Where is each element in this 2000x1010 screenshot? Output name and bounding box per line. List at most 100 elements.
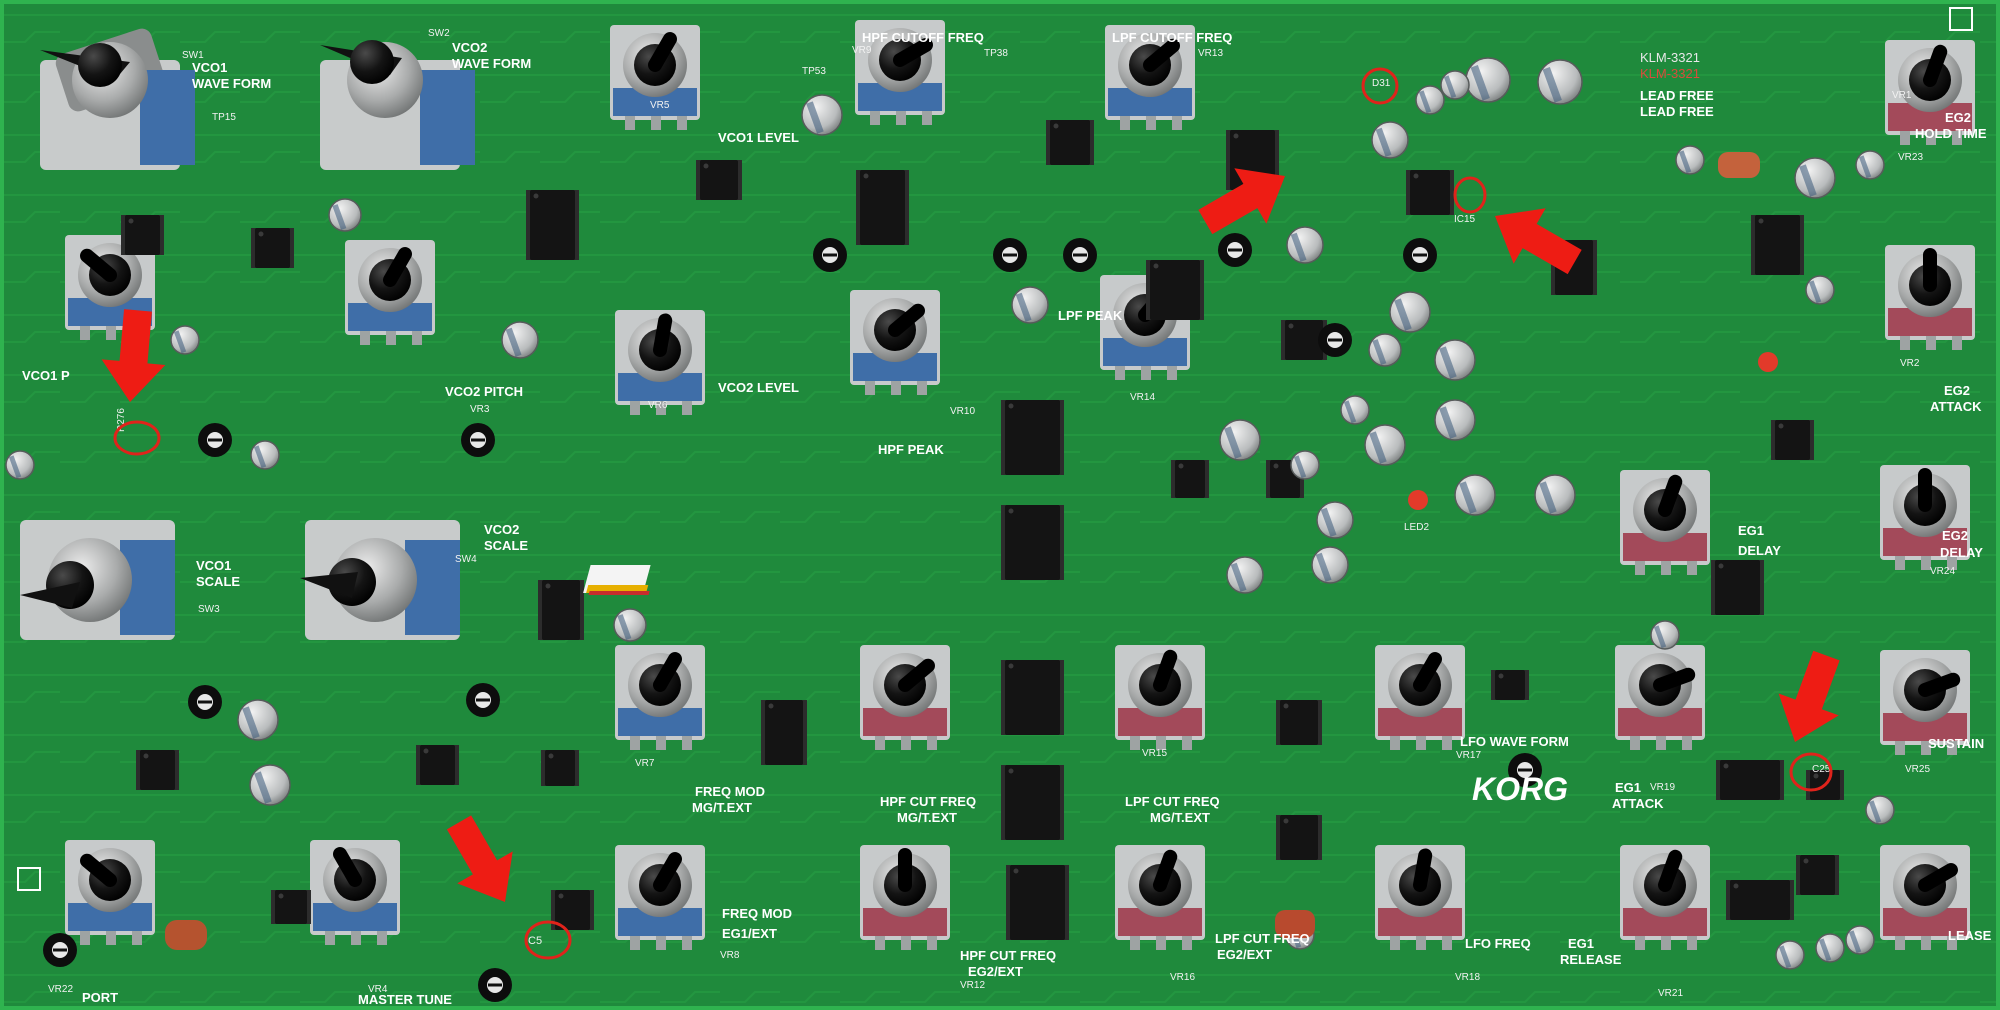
ic-chip (416, 745, 459, 785)
ref-vr4: VR4 (368, 984, 388, 995)
ref-vr1: VR1 (1892, 90, 1912, 101)
potentiometer (1885, 40, 1975, 145)
ref-sw2: SW2 (428, 28, 450, 39)
potentiometer (1115, 645, 1205, 750)
label-lpf-cut-mg-1: LPF CUT FREQ (1125, 794, 1220, 809)
label-vco1-scale-1: VCO1 (196, 558, 231, 573)
potentiometer (850, 290, 940, 395)
potentiometer (1615, 645, 1705, 750)
label-eg2-attack-2: ATTACK (1930, 399, 1982, 414)
ic-chip (1006, 865, 1069, 940)
electrolytic-capacitor (1805, 275, 1835, 305)
electrolytic-capacitor (1219, 419, 1261, 461)
electrolytic-capacitor (1845, 925, 1875, 955)
potentiometer (1115, 845, 1205, 950)
label-freq-mod-eg1-2: EG1/EXT (722, 926, 777, 941)
rotary-switch-vco1-scale (20, 520, 175, 640)
label-port: PORT (82, 990, 118, 1005)
ic-chip (1751, 215, 1804, 275)
label-freq-mod-mg-1: FREQ MOD (695, 784, 765, 799)
electrolytic-capacitor (1364, 424, 1406, 466)
label-lpf-cutoff: LPF CUTOFF FREQ (1112, 30, 1232, 45)
ref-vr5: VR5 (650, 100, 670, 111)
label-vco2-level: VCO2 LEVEL (718, 380, 799, 395)
ref-vr16: VR16 (1170, 972, 1195, 983)
ic-chip (1046, 120, 1094, 165)
ref-vr15: VR15 (1142, 748, 1167, 759)
ic-chip (1001, 505, 1064, 580)
electrolytic-capacitor (250, 440, 280, 470)
label-hpf-cut-eg2-2: EG2/EXT (968, 964, 1023, 979)
trimmer-potentiometer (43, 933, 77, 967)
trimmer-potentiometer (1218, 233, 1252, 267)
label-eg2-hold-1: EG2 (1945, 110, 1971, 125)
electrolytic-capacitor (1415, 85, 1445, 115)
electrolytic-capacitor (1311, 546, 1349, 584)
electrolytic-capacitor (1465, 57, 1511, 103)
electrolytic-capacitor (801, 94, 843, 136)
label-eg1-delay-2: DELAY (1738, 543, 1781, 558)
ref-led2: LED2 (1404, 522, 1429, 533)
ref-sw1: SW1 (182, 50, 204, 61)
label-lfo-freq: LFO FREQ (1465, 936, 1531, 951)
electrolytic-capacitor (1226, 556, 1264, 594)
label-vco2-scale-1: VCO2 (484, 522, 519, 537)
potentiometer (1880, 845, 1970, 950)
label-eg2-delay-1: EG2 (1942, 528, 1968, 543)
red-circle-highlight (1361, 67, 1399, 105)
ic-chip (1771, 420, 1814, 460)
ref-tp38: TP38 (984, 48, 1008, 59)
potentiometer (1620, 470, 1710, 575)
ref-sw4: SW4 (455, 554, 477, 565)
ref-ic15: IC15 (1454, 214, 1476, 225)
red-arrow-icon (1198, 168, 1285, 235)
board-id-1: KLM-3321 (1640, 50, 1700, 65)
ref-vr7: VR7 (635, 758, 655, 769)
potentiometer (860, 845, 950, 950)
label-eg1-delay-1: EG1 (1738, 523, 1764, 538)
label-freq-mod-eg1-1: FREQ MOD (722, 906, 792, 921)
red-circle-highlight (524, 920, 572, 960)
trimmer-potentiometer (466, 683, 500, 717)
ic-chip (1406, 170, 1454, 215)
label-lpf-peak: LPF PEAK (1058, 308, 1123, 323)
red-circle-highlight (1789, 752, 1833, 792)
label-lpf-cut-eg2-2: EG2/EXT (1217, 947, 1272, 962)
ic-chip (271, 890, 311, 924)
label-vco2-pitch: VCO2 PITCH (445, 384, 523, 399)
electrolytic-capacitor (1440, 70, 1470, 100)
ic-chip (1716, 760, 1784, 800)
label-vco1-wave-2: WAVE FORM (192, 76, 271, 91)
potentiometer (1105, 25, 1195, 130)
film-capacitor (1275, 910, 1315, 938)
electrolytic-capacitor (1454, 474, 1496, 516)
trimmer-potentiometer (1063, 238, 1097, 272)
trimmer-potentiometer (1403, 238, 1437, 272)
ic-chip (121, 215, 164, 255)
board-id-2: KLM-3321 (1640, 66, 1700, 81)
ref-vr23: VR23 (1898, 152, 1923, 163)
label-vco1-level: VCO1 LEVEL (718, 130, 799, 145)
rotary-switch-vco2-scale (300, 520, 460, 640)
potentiometers (65, 20, 1975, 950)
electrolytic-capacitor (1650, 620, 1680, 650)
ref-vr25: VR25 (1905, 764, 1930, 775)
electrolytic-capacitor (237, 699, 279, 741)
red-arrow-icon (101, 309, 166, 402)
rotary-switch-vco2-wave (320, 40, 475, 170)
ic-chip (136, 750, 179, 790)
red-circle-highlight (113, 420, 161, 456)
electrolytic-capacitor (1675, 145, 1705, 175)
label-eg2-delay-2: DELAY (1940, 545, 1983, 560)
potentiometer (345, 240, 435, 345)
potentiometer (1375, 845, 1465, 950)
label-freq-mod-mg-2: MG/T.EXT (692, 800, 752, 815)
electrolytic-capacitor (1794, 157, 1836, 199)
ref-vr2: VR2 (1900, 358, 1920, 369)
label-eg1-attack-2: ATTACK (1612, 796, 1664, 811)
potentiometer (1620, 845, 1710, 950)
electrolytic-capacitor (613, 608, 647, 642)
label-lpf-cut-eg2-1: LPF CUT FREQ (1215, 931, 1310, 946)
potentiometer (1885, 245, 1975, 350)
electrolytic-capacitor (1855, 150, 1885, 180)
